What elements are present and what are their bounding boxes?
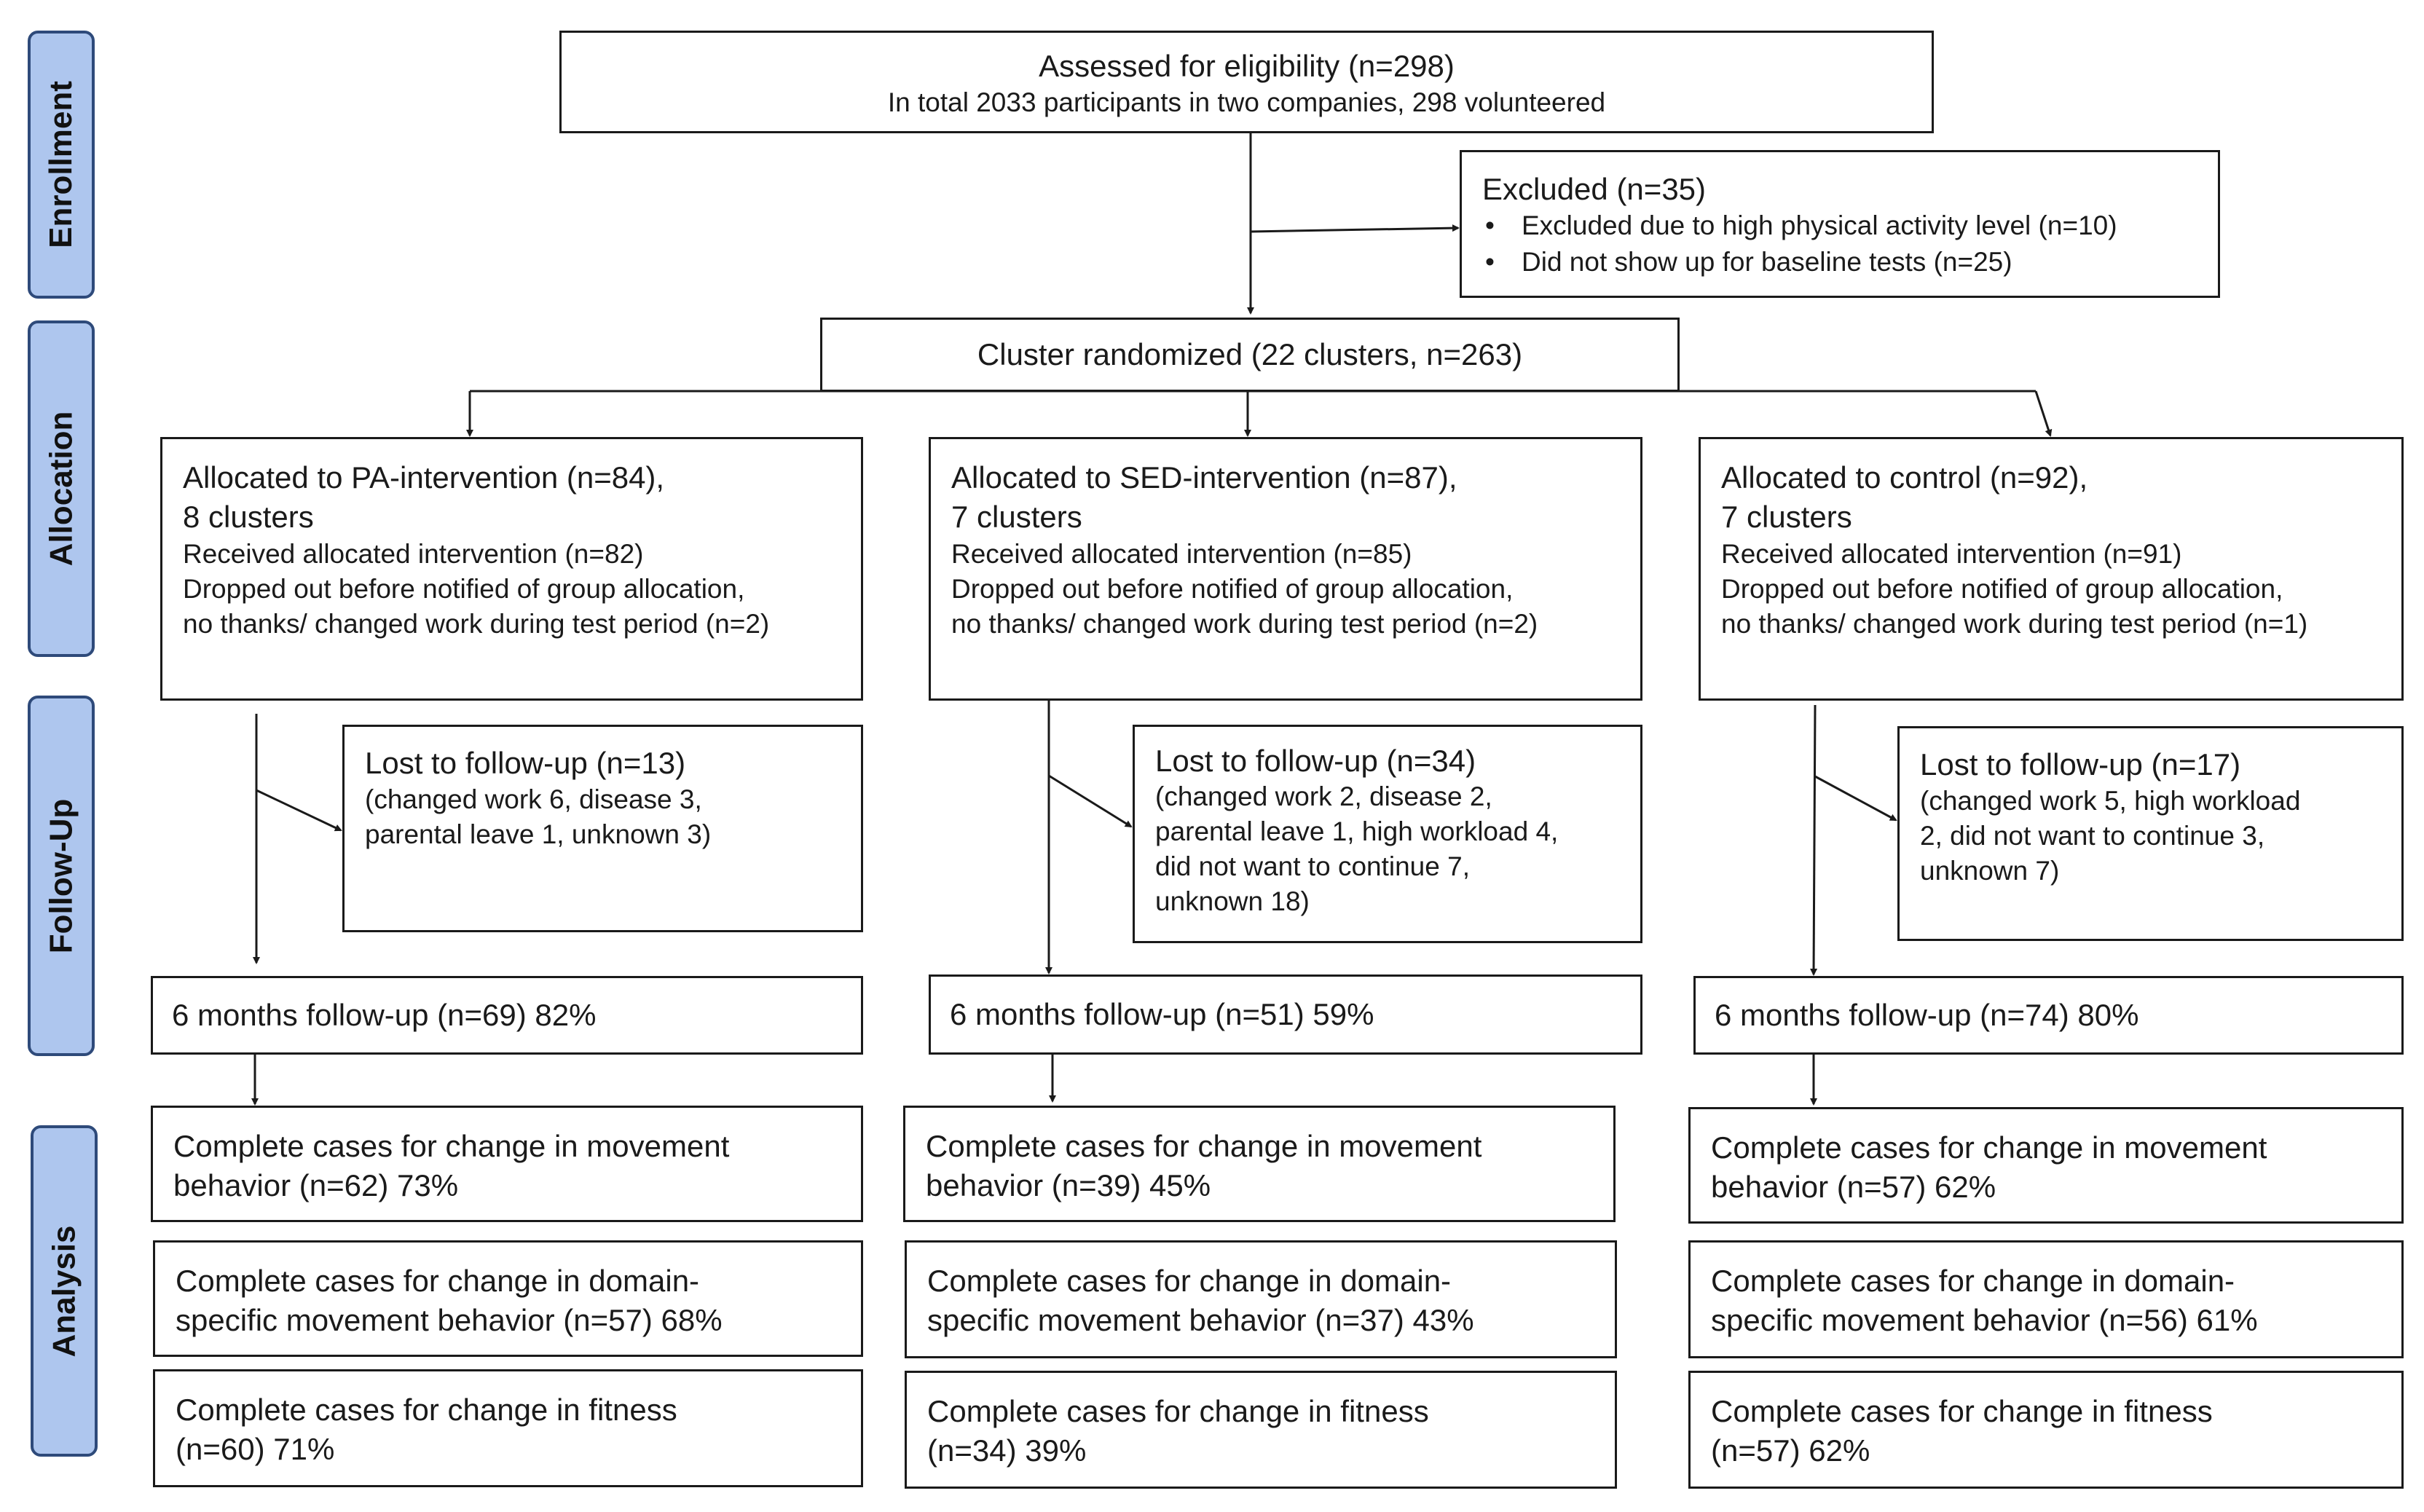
analysis-text: specific movement behavior (n=57) 68% — [176, 1303, 723, 1337]
lost-title: Lost to follow-up (n=34) — [1155, 744, 1476, 778]
eligibility-box: Assessed for eligibility (n=298) In tota… — [559, 31, 1934, 133]
alloc-clusters: 8 clusters — [183, 500, 314, 534]
analysis-text: Complete cases for change in movement — [1711, 1130, 2267, 1165]
arm-pa-analysis-movement: Complete cases for change in movement be… — [151, 1106, 863, 1222]
analysis-text: behavior (n=39) 45% — [926, 1168, 1211, 1202]
analysis-text: Complete cases for change in domain- — [927, 1264, 1452, 1298]
analysis-text: behavior (n=57) 62% — [1711, 1170, 1996, 1204]
lost-title: Lost to follow-up (n=13) — [365, 746, 686, 780]
lost-reason: unknown 18) — [1155, 886, 1310, 916]
excluded-list: Excluded due to high physical activity l… — [1482, 208, 2218, 280]
lost-reason: 2, did not want to continue 3, — [1920, 821, 2265, 851]
lost-reason: (changed work 2, disease 2, — [1155, 781, 1492, 811]
analysis-text: (n=34) 39% — [927, 1433, 1087, 1468]
arm-control-analysis-fitness: Complete cases for change in fitness (n=… — [1688, 1371, 2404, 1489]
arm-pa-followup-box: 6 months follow-up (n=69) 82% — [151, 976, 863, 1055]
arm-pa-allocation-box: Allocated to PA-intervention (n=84), 8 c… — [160, 437, 863, 701]
followup-label: 6 months follow-up (n=51) 59% — [950, 997, 1374, 1031]
lost-reason: (changed work 6, disease 3, — [365, 784, 702, 814]
alloc-dropped-reason: no thanks/ changed work during test peri… — [1721, 609, 2308, 639]
randomized-label: Cluster randomized (22 clusters, n=263) — [977, 337, 1523, 371]
arm-control-followup-box: 6 months follow-up (n=74) 80% — [1693, 976, 2404, 1055]
alloc-clusters: 7 clusters — [1721, 500, 1852, 534]
followup-label: 6 months follow-up (n=74) 80% — [1715, 998, 2139, 1032]
alloc-dropped: Dropped out before notified of group all… — [951, 574, 1514, 604]
arm-sed-analysis-fitness: Complete cases for change in fitness (n=… — [905, 1371, 1617, 1489]
arm-pa-analysis-domain: Complete cases for change in domain- spe… — [153, 1240, 863, 1357]
stage-followup: Follow-Up — [28, 696, 95, 1056]
analysis-text: behavior (n=62) 73% — [173, 1168, 459, 1202]
excluded-title: Excluded (n=35) — [1482, 172, 1707, 206]
analysis-text: Complete cases for change in fitness — [927, 1394, 1429, 1428]
alloc-title: Allocated to control (n=92), — [1721, 460, 2088, 495]
lost-reason: unknown 7) — [1920, 856, 2060, 886]
alloc-dropped-reason: no thanks/ changed work during test peri… — [951, 609, 1538, 639]
excluded-item: Excluded due to high physical activity l… — [1482, 208, 2218, 244]
arm-sed-lost-box: Lost to follow-up (n=34) (changed work 2… — [1133, 725, 1642, 943]
alloc-title: Allocated to SED-intervention (n=87), — [951, 460, 1457, 495]
analysis-text: (n=60) 71% — [176, 1432, 335, 1466]
analysis-text: (n=57) 62% — [1711, 1433, 1870, 1468]
alloc-dropped: Dropped out before notified of group all… — [1721, 574, 2283, 604]
excluded-box: Excluded (n=35) Excluded due to high phy… — [1460, 150, 2220, 298]
excluded-item: Did not show up for baseline tests (n=25… — [1482, 244, 2218, 280]
analysis-text: Complete cases for change in movement — [173, 1129, 730, 1163]
arm-sed-followup-box: 6 months follow-up (n=51) 59% — [929, 974, 1642, 1055]
stage-enrollment: Enrollment — [28, 31, 95, 299]
followup-label: 6 months follow-up (n=69) 82% — [172, 998, 597, 1032]
lost-title: Lost to follow-up (n=17) — [1920, 747, 2241, 781]
alloc-received: Received allocated intervention (n=82) — [183, 539, 644, 569]
eligibility-title: Assessed for eligibility (n=298) — [1039, 49, 1455, 83]
arm-control-analysis-movement: Complete cases for change in movement be… — [1688, 1107, 2404, 1224]
alloc-dropped-reason: no thanks/ changed work during test peri… — [183, 609, 770, 639]
arm-sed-analysis-domain: Complete cases for change in domain- spe… — [905, 1240, 1617, 1358]
arm-pa-analysis-fitness: Complete cases for change in fitness (n=… — [153, 1369, 863, 1487]
arm-control-lost-box: Lost to follow-up (n=17) (changed work 5… — [1897, 726, 2404, 941]
eligibility-detail: In total 2033 participants in two compan… — [887, 87, 1606, 117]
alloc-received: Received allocated intervention (n=91) — [1721, 539, 2182, 569]
analysis-text: specific movement behavior (n=56) 61% — [1711, 1303, 2258, 1337]
arm-sed-allocation-box: Allocated to SED-intervention (n=87), 7 … — [929, 437, 1642, 701]
analysis-text: specific movement behavior (n=37) 43% — [927, 1303, 1474, 1337]
analysis-text: Complete cases for change in movement — [926, 1129, 1482, 1163]
analysis-text: Complete cases for change in domain- — [176, 1264, 700, 1298]
alloc-title: Allocated to PA-intervention (n=84), — [183, 460, 665, 495]
analysis-text: Complete cases for change in fitness — [176, 1393, 677, 1427]
alloc-dropped: Dropped out before notified of group all… — [183, 574, 745, 604]
lost-reason: parental leave 1, high workload 4, — [1155, 816, 1559, 846]
lost-reason: parental leave 1, unknown 3) — [365, 819, 712, 849]
lost-reason: did not want to continue 7, — [1155, 851, 1470, 881]
arm-pa-lost-box: Lost to follow-up (n=13) (changed work 6… — [342, 725, 863, 932]
arm-sed-analysis-movement: Complete cases for change in movement be… — [903, 1106, 1616, 1222]
alloc-received: Received allocated intervention (n=85) — [951, 539, 1412, 569]
randomized-box: Cluster randomized (22 clusters, n=263) — [820, 318, 1680, 392]
alloc-clusters: 7 clusters — [951, 500, 1082, 534]
analysis-text: Complete cases for change in domain- — [1711, 1264, 2235, 1298]
arm-control-analysis-domain: Complete cases for change in domain- spe… — [1688, 1240, 2404, 1358]
stage-analysis: Analysis — [31, 1125, 98, 1457]
lost-reason: (changed work 5, high workload — [1920, 786, 2301, 816]
stage-allocation: Allocation — [28, 320, 95, 657]
arm-control-allocation-box: Allocated to control (n=92), 7 clusters … — [1699, 437, 2404, 701]
analysis-text: Complete cases for change in fitness — [1711, 1394, 2213, 1428]
